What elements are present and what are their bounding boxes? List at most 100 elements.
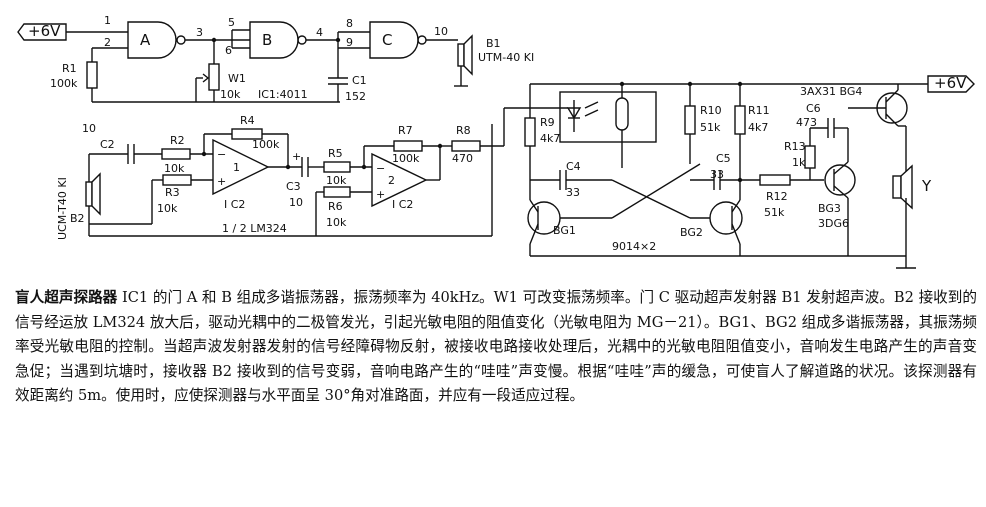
svg-text:−: −	[217, 148, 226, 161]
svg-text:+: +	[292, 150, 301, 163]
r7-label: R7	[398, 124, 413, 137]
b1-label: B1	[486, 37, 501, 50]
r8-label: R8	[456, 124, 471, 137]
r3-label: R3	[165, 186, 180, 199]
power-label-right	[927, 75, 975, 93]
r13-label: R13	[784, 140, 806, 153]
pin3-text: 3	[196, 26, 203, 39]
gate-b-text: B	[262, 31, 272, 49]
resistor-r10	[684, 105, 696, 135]
op2-number: 2	[388, 174, 395, 187]
c6-value: 473	[796, 116, 817, 129]
r12-value: 51k	[764, 206, 785, 219]
ic2a-label: I C2	[224, 198, 245, 211]
c1-value: 152	[345, 90, 366, 103]
bg2-label: BG2	[680, 226, 703, 239]
resistor-r12	[759, 174, 791, 186]
c4-label: C4	[566, 160, 581, 173]
r9-value: 4k7	[540, 132, 560, 145]
optocoupler	[559, 91, 657, 143]
op1-number: 1	[233, 161, 240, 174]
v6-left-text: +6V	[28, 22, 61, 40]
r1-value: 100k	[50, 77, 78, 90]
c1-label: C1	[352, 74, 367, 87]
r13-value: 1k	[792, 156, 806, 169]
r5-label: R5	[328, 147, 343, 160]
resistor-r3	[162, 174, 192, 186]
c6-label: C6	[806, 102, 821, 115]
transistor-bg3	[824, 164, 856, 196]
c3-value: 10	[289, 196, 303, 209]
transistor-bg2	[709, 201, 743, 235]
c5-value: 33	[710, 168, 724, 181]
r1-label: R1	[62, 62, 77, 75]
svg-text:+: +	[376, 188, 385, 201]
opamp-1	[212, 138, 270, 196]
pin2-text: 2	[104, 36, 111, 49]
description-body: IC1 的门 A 和 B 组成多谐振荡器，振荡频率为 40kHz。W1 可改变振…	[15, 289, 977, 404]
w1-value: 10k	[220, 88, 241, 101]
pin8-text: 8	[346, 17, 353, 30]
potentiometer-w1	[208, 63, 220, 91]
svg-text:+: +	[217, 175, 226, 188]
resistor-r11	[734, 105, 746, 135]
b2-label: B2	[70, 212, 85, 225]
bg3-label: BG3	[818, 202, 841, 215]
c2-label: C2	[100, 138, 115, 151]
r6-label: R6	[328, 200, 343, 213]
nand-gate-a	[127, 21, 177, 59]
r12-label: R12	[766, 190, 788, 203]
photoresistor	[615, 97, 629, 131]
ic1-label: IC1:4011	[258, 88, 308, 101]
nand-gate-c	[369, 21, 419, 59]
gate-c-text: C	[382, 31, 392, 49]
ic2b-label: I C2	[392, 198, 413, 211]
r3-value: 10k	[157, 202, 178, 215]
pin4-text: 4	[316, 26, 323, 39]
r2-label: R2	[170, 134, 185, 147]
opamp-2	[371, 152, 428, 208]
r2-value: 10k	[164, 162, 185, 175]
r11-label: R11	[748, 104, 770, 117]
b1-value: UTM-40 KI	[478, 51, 534, 64]
resistor-r2	[161, 148, 191, 160]
resistor-r1	[86, 61, 98, 89]
c3-label: C3	[286, 180, 301, 193]
resistor-r5	[323, 161, 351, 173]
receiver-b2	[85, 181, 93, 207]
pin6-text: 6	[225, 44, 232, 57]
resistor-r7	[393, 140, 423, 152]
b2-value: UCM-T40 KI	[56, 177, 69, 240]
description: 盲人超声探路器 IC1 的门 A 和 B 组成多谐振荡器，振荡频率为 40kHz…	[15, 286, 977, 409]
c2-number: 10	[82, 122, 96, 135]
nand-gate-b	[249, 21, 299, 59]
v6-right-text: +6V	[934, 74, 967, 92]
r11-value: 4k7	[748, 121, 768, 134]
bg3-value: 3DG6	[818, 217, 849, 230]
r4-value: 100k	[252, 138, 280, 151]
r10-value: 51k	[700, 121, 721, 134]
pin5-text: 5	[228, 16, 235, 29]
transmitter-b1	[457, 43, 465, 67]
svg-text:−: −	[376, 162, 385, 175]
resistor-r13	[804, 145, 816, 169]
gate-a-text: A	[140, 31, 151, 49]
resistor-r6	[323, 186, 351, 198]
bg1-label: BG1	[553, 224, 576, 237]
w1-label: W1	[228, 72, 246, 85]
r6-value: 10k	[326, 216, 347, 229]
c5-label: C5	[716, 152, 731, 165]
r4-label: R4	[240, 114, 255, 127]
pin1-text: 1	[104, 14, 111, 27]
r10-label: R10	[700, 104, 722, 117]
transistor-pair-label: 9014×2	[612, 240, 656, 253]
description-title: 盲人超声探路器	[15, 289, 118, 306]
y-label: Y	[921, 177, 932, 195]
speaker-y	[892, 175, 902, 199]
pin9-text: 9	[346, 36, 353, 49]
pin10-text: 10	[434, 25, 448, 38]
resistor-r8	[451, 140, 481, 152]
resistor-r9	[524, 117, 536, 147]
lm324-label: 1 / 2 LM324	[222, 222, 287, 235]
c4-value: 33	[566, 186, 580, 199]
